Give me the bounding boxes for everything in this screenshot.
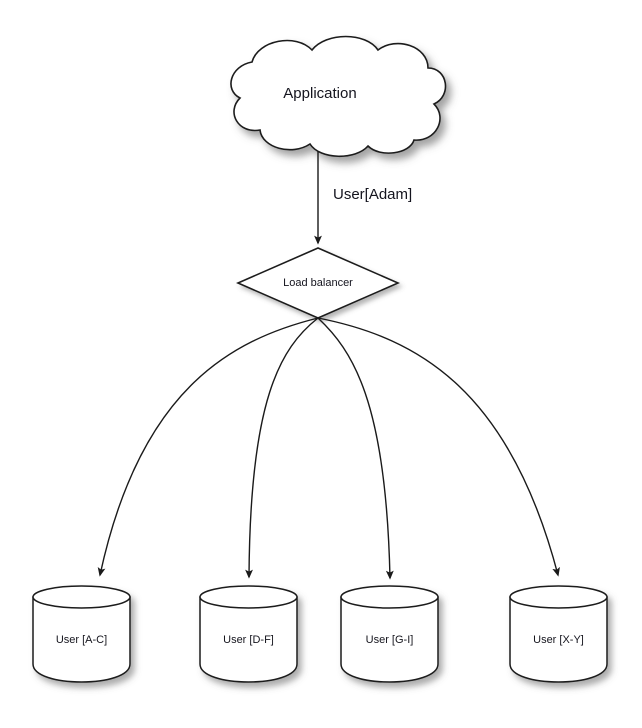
shard-4-label: User [X-Y] — [533, 634, 584, 646]
edge-to-shard-2 — [245, 317, 319, 579]
node-shard-4[interactable]: User [X-Y] — [509, 585, 608, 683]
shard-cylinders: User [A-C] User [D-F] User [G-I] User [X… — [32, 585, 608, 683]
cylinder-top — [509, 585, 608, 609]
edge-to-shard-4 — [317, 317, 560, 577]
load-balancer-label: Load balancer — [283, 277, 353, 289]
cloud-shape — [230, 35, 447, 157]
cylinder-body — [340, 596, 439, 683]
node-load-balancer[interactable]: Load balancer — [236, 247, 400, 319]
edge-to-shard-3 — [317, 317, 394, 580]
node-application[interactable]: Application — [230, 35, 447, 157]
node-shard-3[interactable]: User [G-I] — [340, 585, 439, 683]
edges-balancer-to-shards — [97, 317, 560, 580]
cylinder-top — [199, 585, 298, 609]
shard-1-label: User [A-C] — [56, 634, 107, 646]
cylinder-body — [199, 596, 298, 683]
node-shard-2[interactable]: User [D-F] — [199, 585, 298, 683]
cylinder-body — [509, 596, 608, 683]
application-label: Application — [283, 85, 356, 102]
cylinder-body — [32, 596, 131, 683]
edge-app-to-balancer-label: User[Adam] — [333, 186, 412, 203]
node-shard-1[interactable]: User [A-C] — [32, 585, 131, 683]
cylinder-top — [32, 585, 131, 609]
edge-app-to-balancer: User[Adam] — [314, 151, 412, 245]
edge-to-shard-1 — [97, 317, 319, 577]
shard-3-label: User [G-I] — [366, 634, 414, 646]
shard-2-label: User [D-F] — [223, 634, 274, 646]
cylinder-top — [340, 585, 439, 609]
